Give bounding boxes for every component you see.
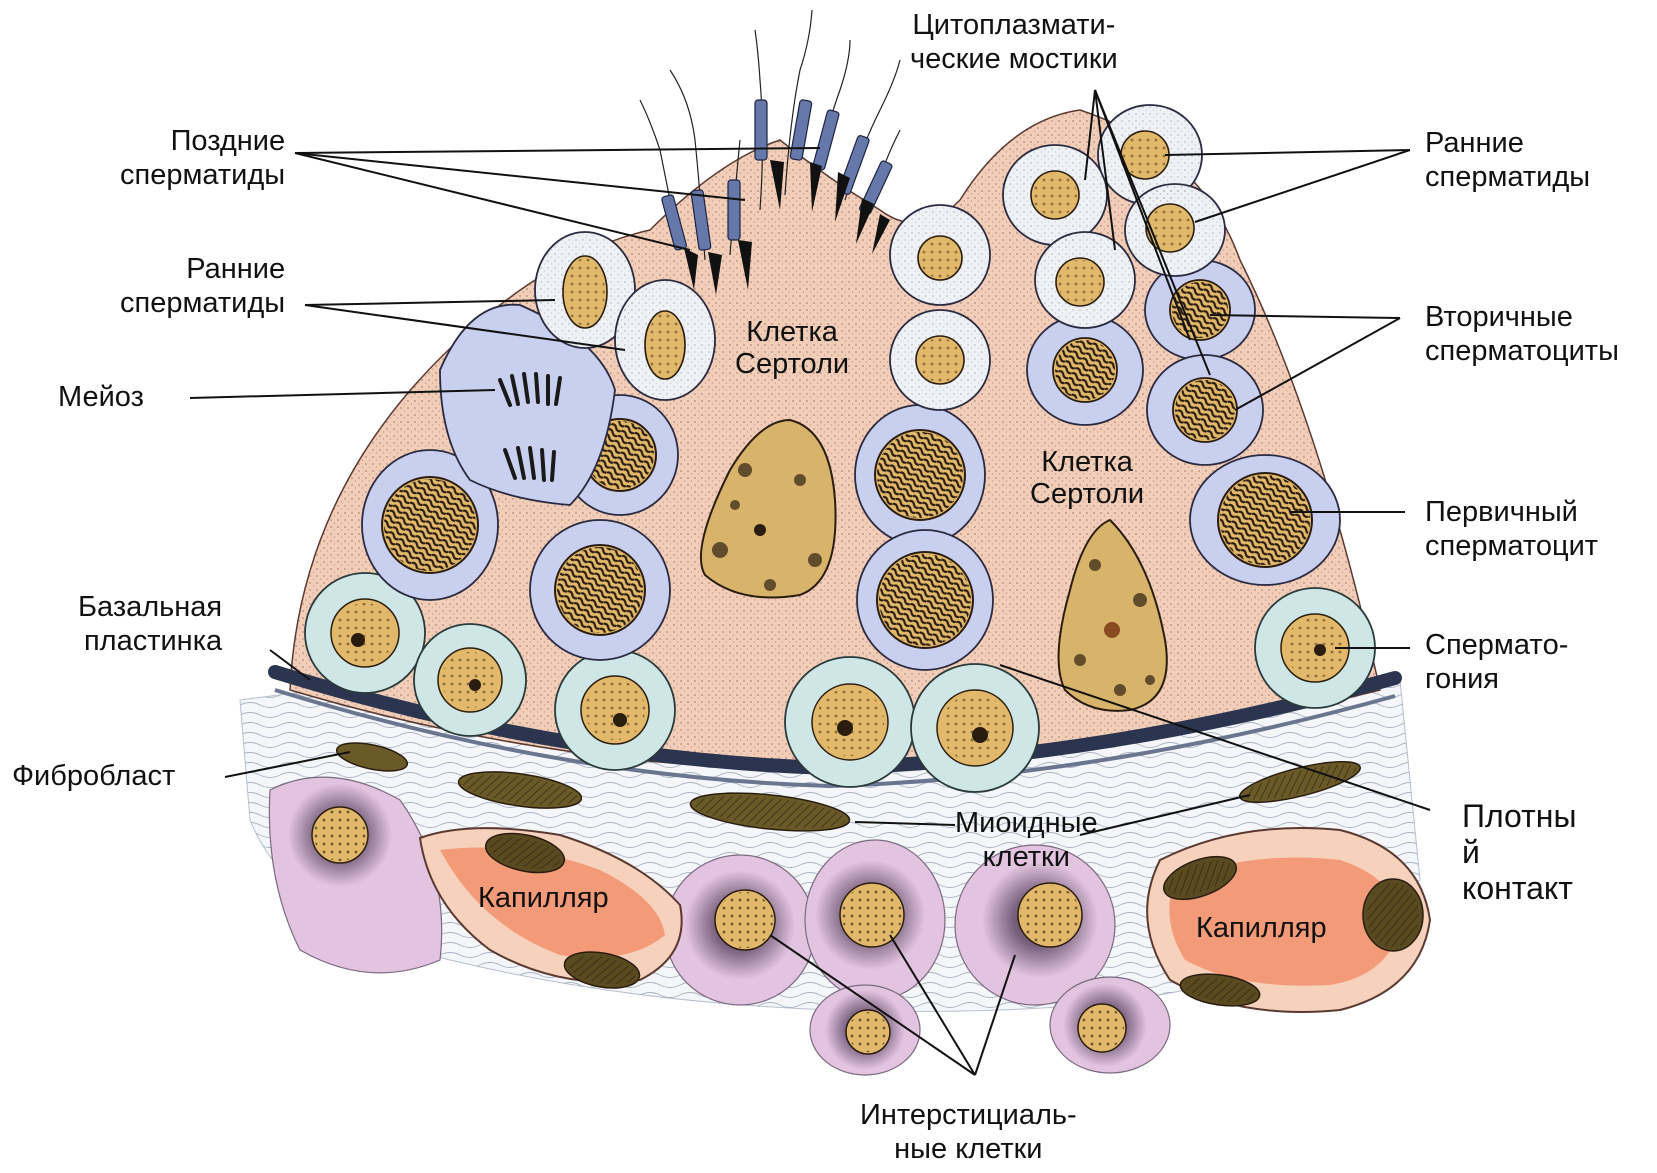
label-capillary-right: Капилляр <box>1196 912 1327 944</box>
label-sertoli-right: Клетка Сертоли <box>1030 446 1144 510</box>
label-capillary-left: Капилляр <box>478 882 609 914</box>
label-early-spermatids-left: Ранние сперматиды <box>120 252 285 320</box>
label-spermatogonia: Сперматo- гония <box>1425 628 1568 696</box>
label-early-spermatids-right: Ранние сперматиды <box>1425 126 1590 194</box>
label-interstitial-cells: Интерстициаль- ные клетки <box>860 1098 1077 1166</box>
label-myoid-cells: Миоидные клетки <box>955 806 1098 874</box>
label-tight-junction: Плотны й контакт <box>1462 798 1576 906</box>
label-secondary-spermatocytes: Вторичные сперматоциты <box>1425 300 1619 368</box>
label-sertoli-left: Клетка Сертоли <box>735 316 849 380</box>
label-meiosis: Мейоз <box>58 380 144 414</box>
label-basal-lamina: Базальная пластинка <box>78 590 222 658</box>
label-cytoplasmic-bridges: Цитоплазмати- ческие мостики <box>910 8 1118 76</box>
label-fibroblast: Фибробласт <box>12 759 175 793</box>
label-primary-spermatocyte: Первичный сперматоцит <box>1425 495 1598 563</box>
label-late-spermatids: Поздние сперматиды <box>120 124 285 192</box>
